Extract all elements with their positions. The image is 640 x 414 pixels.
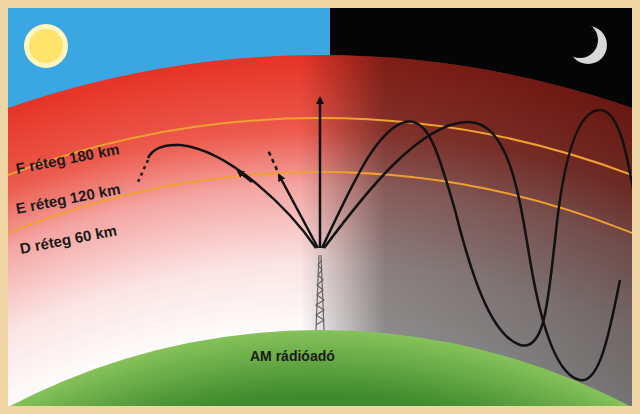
transmitter-label: AM rádióadó: [250, 348, 335, 364]
